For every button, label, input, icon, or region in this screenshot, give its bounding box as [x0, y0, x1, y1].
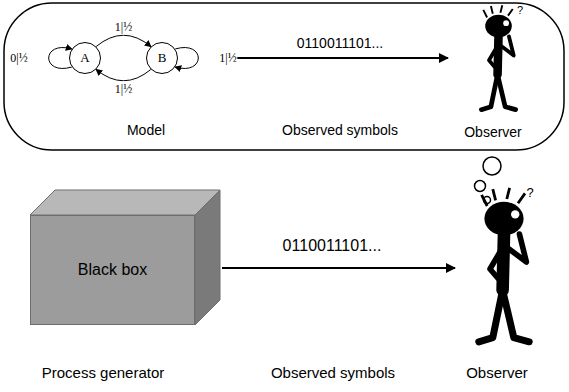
edge-label: 1|½	[114, 82, 133, 97]
box-top-face	[30, 190, 220, 215]
symbol-arrow	[230, 57, 448, 59]
edge-label: 1|½	[114, 20, 133, 35]
caption-label: Process generator	[42, 364, 165, 381]
transition-arrow	[175, 48, 198, 69]
thought-dot	[483, 157, 501, 175]
caption-label: Observer	[466, 364, 528, 381]
caption-label: 0110011101...	[297, 35, 383, 51]
state-circle: B	[146, 42, 178, 74]
edge-label: 0|½	[9, 51, 28, 66]
box-side-face	[195, 190, 220, 325]
caption-label: Observed symbols	[271, 364, 395, 381]
caption-label: Observed symbols	[282, 122, 398, 138]
caption-label: 0110011101...	[283, 237, 382, 255]
box-label: Black box	[78, 261, 147, 279]
symbol-arrow	[222, 267, 455, 269]
observer-figure	[481, 5, 515, 110]
black-box: Black box	[30, 215, 195, 325]
observer-figure	[479, 188, 529, 342]
thought-dot	[475, 181, 486, 192]
state-label: A	[80, 50, 89, 66]
transition-arrow	[96, 35, 151, 46]
edge-label: 1|½	[218, 51, 237, 66]
caption-label: Model	[127, 122, 165, 138]
caption-label: ?	[517, 4, 523, 16]
transition-arrow	[96, 69, 151, 80]
state-circle: A	[69, 42, 101, 74]
caption-label: Observer	[464, 124, 522, 140]
thought-bubble	[4, 3, 564, 150]
state-label: B	[158, 50, 167, 66]
caption-label: ?	[526, 185, 533, 200]
